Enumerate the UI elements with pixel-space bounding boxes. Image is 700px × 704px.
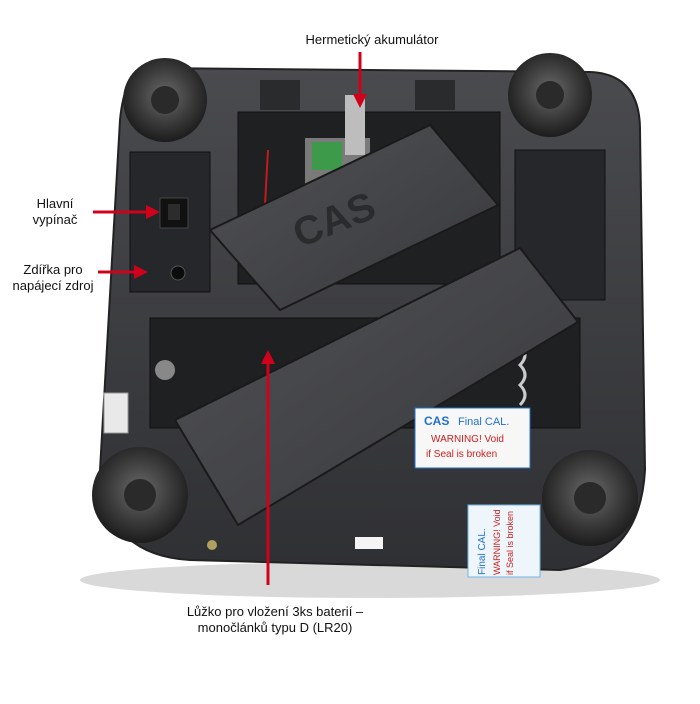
callout-tray-line2: monočlánků typu D (LR20) bbox=[197, 620, 353, 635]
calibration-seal bbox=[414, 407, 531, 469]
seal-brand: CAS bbox=[424, 414, 449, 428]
callout-power: Zdířka pro napájecí zdroj bbox=[8, 262, 98, 294]
arrow-battery-head bbox=[353, 94, 367, 108]
seal-warning-2: if Seal is broken bbox=[426, 449, 497, 460]
top-tab-right bbox=[415, 80, 455, 110]
seal-warning: WARNING! Void bbox=[431, 434, 504, 445]
switch-rocker bbox=[168, 204, 180, 220]
seal-rotated-warning: WARNING! Void bbox=[492, 509, 502, 575]
foot-bottom-left bbox=[92, 447, 188, 543]
arrow-jack-head bbox=[134, 265, 148, 279]
callout-power-line1: Zdířka pro bbox=[23, 262, 83, 277]
lower-battery-cover bbox=[173, 246, 580, 527]
bottom-clip bbox=[355, 537, 383, 549]
screw bbox=[207, 540, 217, 550]
battery-pcb bbox=[312, 142, 342, 170]
arrow-switch-head bbox=[146, 205, 160, 219]
seal-rotated-title: Final CAL. bbox=[477, 528, 488, 575]
foot-bottom-right bbox=[542, 450, 638, 546]
callout-tray: Lůžko pro vložení 3ks baterií – monočlán… bbox=[160, 604, 390, 636]
arrow-tray-head bbox=[261, 350, 275, 364]
seal-rotated-text: Final CAL. WARNING! Void if Seal is brok… bbox=[477, 509, 515, 575]
small-sticker bbox=[103, 392, 129, 434]
callout-switch: Hlavní vypínač bbox=[15, 196, 95, 228]
tray-contact-left bbox=[155, 360, 175, 380]
callout-tray-line1: Lůžko pro vložení 3ks baterií – bbox=[186, 604, 364, 619]
callout-power-line2: napájecí zdroj bbox=[12, 278, 94, 293]
tray-spring bbox=[517, 343, 527, 407]
calibration-seal-rotated bbox=[467, 504, 541, 578]
foot-top-right bbox=[508, 53, 592, 137]
foot-top-left bbox=[123, 58, 207, 142]
battery-bracket bbox=[345, 95, 365, 155]
callout-switch-line1: Hlavní bbox=[36, 196, 74, 211]
callout-battery: Hermetický akumulátor bbox=[305, 32, 439, 47]
power-jack bbox=[170, 265, 186, 281]
seal-title: Final CAL. bbox=[458, 416, 509, 428]
upper-battery-cover bbox=[208, 123, 500, 312]
top-tab-left bbox=[260, 80, 300, 110]
battery-wire bbox=[264, 149, 269, 206]
callout-switch-line2: vypínač bbox=[32, 212, 78, 227]
seal-rotated-warning-2: if Seal is broken bbox=[505, 511, 515, 575]
